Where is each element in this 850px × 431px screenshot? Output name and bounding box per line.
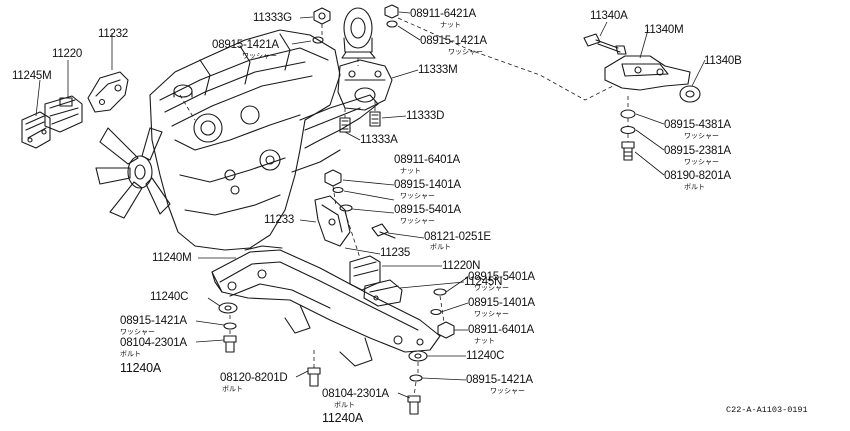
callout-08915-5401a-top: 08915-5401A (394, 204, 461, 216)
part-11232 (87, 71, 129, 113)
washer-08915-5401a-bot (433, 288, 447, 296)
washer-08915-2381a (620, 125, 636, 135)
callout-11340a: 11340A (590, 10, 628, 22)
callout-11240c-left: 11240C (150, 291, 189, 303)
callout-11245m: 11245M (12, 70, 52, 82)
nut-08911-6401a-bot (437, 321, 455, 339)
part-11333a (339, 117, 351, 133)
callout-08915-1421a-left: 08915-1421A (120, 315, 187, 327)
callout-08915-1421a-top-sub: ワッシャー (242, 52, 277, 60)
callout-08915-5401a-bot: 08915-5401A (468, 271, 535, 283)
bolt-08104-2301a-bot (407, 395, 421, 415)
part-top-insulator (341, 7, 376, 59)
washer-08915-4381a (620, 109, 636, 119)
callout-08190-8201a: 08190-8201A (664, 170, 731, 182)
callout-08915-1421a-top2: 08915-1421A (420, 35, 487, 47)
callout-11245n: 11245N (464, 276, 503, 288)
part-11245m (21, 111, 51, 149)
callout-08915-1401a-top: 08915-1401A (394, 179, 461, 191)
callout-08915-1401a-bot: 08915-1401A (468, 297, 535, 309)
callout-08190-8201a-sub: ボルト (684, 183, 705, 191)
callout-11240c-right: 11240C (466, 350, 505, 362)
part-11240c-left (218, 302, 238, 314)
part-11220 (44, 95, 83, 133)
callout-11340b: 11340B (704, 55, 742, 67)
washer-top-left (312, 36, 324, 44)
callout-08911-6421a: 08911-6421A (410, 8, 477, 20)
washer-08915-1421a-left (223, 322, 237, 330)
washer-08915-5401a-top (339, 204, 353, 212)
callout-11340m: 11340M (644, 24, 684, 36)
callout-08120-8201d-sub: ボルト (222, 385, 243, 393)
bolt-08104-2301a-left (223, 335, 237, 353)
bolt-08120-8201d (307, 367, 321, 387)
callout-08915-1401a-bot-sub: ワッシャー (474, 310, 509, 318)
washer-08915-1401a-top (332, 186, 344, 194)
part-11333m (337, 59, 393, 111)
diagram-code: C22-A-A1103-0191 (726, 405, 808, 415)
callout-08915-1421a-right: 08915-1421A (466, 374, 533, 386)
part-11340b (679, 85, 701, 103)
callout-11240a-bot: 11240A (322, 411, 363, 425)
part-11340a (583, 33, 627, 55)
callout-08121-0251e-sub: ボルト (430, 243, 451, 251)
nut-08911-6401a-top (324, 169, 342, 187)
part-11245n (363, 279, 403, 307)
callout-08915-4381a-sub: ワッシャー (684, 132, 719, 140)
callout-11333a: 11333A (360, 134, 398, 146)
washer-08915-1401a-bot (430, 308, 442, 316)
callout-08915-4381a: 08915-4381A (664, 119, 731, 131)
part-11333g (313, 7, 331, 25)
part-top-nut (384, 4, 399, 28)
callout-11240a-left: 11240A (120, 361, 161, 375)
callout-11232: 11232 (98, 28, 129, 40)
part-11233 (314, 195, 351, 247)
callout-08911-6401a-bot: 08911-6401A (468, 324, 535, 336)
callout-11333m: 11333M (418, 64, 458, 76)
part-11240m-crossmember (211, 245, 441, 367)
callout-08915-1421a-left-sub: ワッシャー (120, 328, 155, 336)
callout-08915-2381a: 08915-2381A (664, 145, 731, 157)
part-11220n (349, 255, 381, 291)
callout-08104-2301a-bot-sub: ボルト (334, 401, 355, 409)
dashed-assembly-lines (179, 17, 629, 397)
callout-08104-2301a-left: 08104-2301A (120, 337, 187, 349)
callout-11333g: 11333G (253, 12, 292, 24)
callout-08915-5401a-bot-sub: ワッシャー (474, 284, 509, 292)
part-11240c-right (408, 350, 428, 362)
callout-11233: 11233 (264, 214, 295, 226)
leader-lines (35, 11, 706, 399)
washer-08915-1421a-right (409, 374, 423, 382)
engine-block (95, 29, 379, 251)
callout-08915-5401a-top-sub: ワッシャー (400, 217, 435, 225)
callout-08104-2301a-bot: 08104-2301A (322, 388, 389, 400)
callout-11235: 11235 (380, 247, 411, 259)
callout-08915-2381a-sub: ワッシャー (684, 158, 719, 166)
callout-08121-0251e: 08121-0251E (424, 231, 491, 243)
part-11340m (604, 55, 691, 91)
engine-fan (95, 127, 171, 219)
callout-11240m: 11240M (152, 252, 192, 264)
callout-08911-6401a-top-sub: ナット (400, 167, 421, 175)
callout-08911-6421a-sub: ナット (440, 21, 461, 29)
bolt-08190-8201a (621, 141, 635, 161)
bolt-08121-0251e (371, 223, 396, 239)
part-11333d (369, 111, 381, 127)
callout-08104-2301a-left-sub: ボルト (120, 350, 141, 358)
callout-08915-1401a-top-sub: ワッシャー (400, 192, 435, 200)
callout-08915-1421a-top: 08915-1421A (212, 39, 279, 51)
callout-08911-6401a-top: 08911-6401A (394, 154, 461, 166)
callout-08915-1421a-top2-sub: ワッシャー (448, 48, 483, 56)
callout-08915-1421a-right-sub: ワッシャー (490, 387, 525, 395)
callout-08911-6401a-bot-sub: ナット (474, 337, 495, 345)
callout-11333d: 11333D (406, 110, 445, 122)
callout-08120-8201d: 08120-8201D (220, 372, 288, 384)
callout-11220n: 11220N (442, 260, 481, 272)
callout-11220: 11220 (52, 48, 83, 60)
